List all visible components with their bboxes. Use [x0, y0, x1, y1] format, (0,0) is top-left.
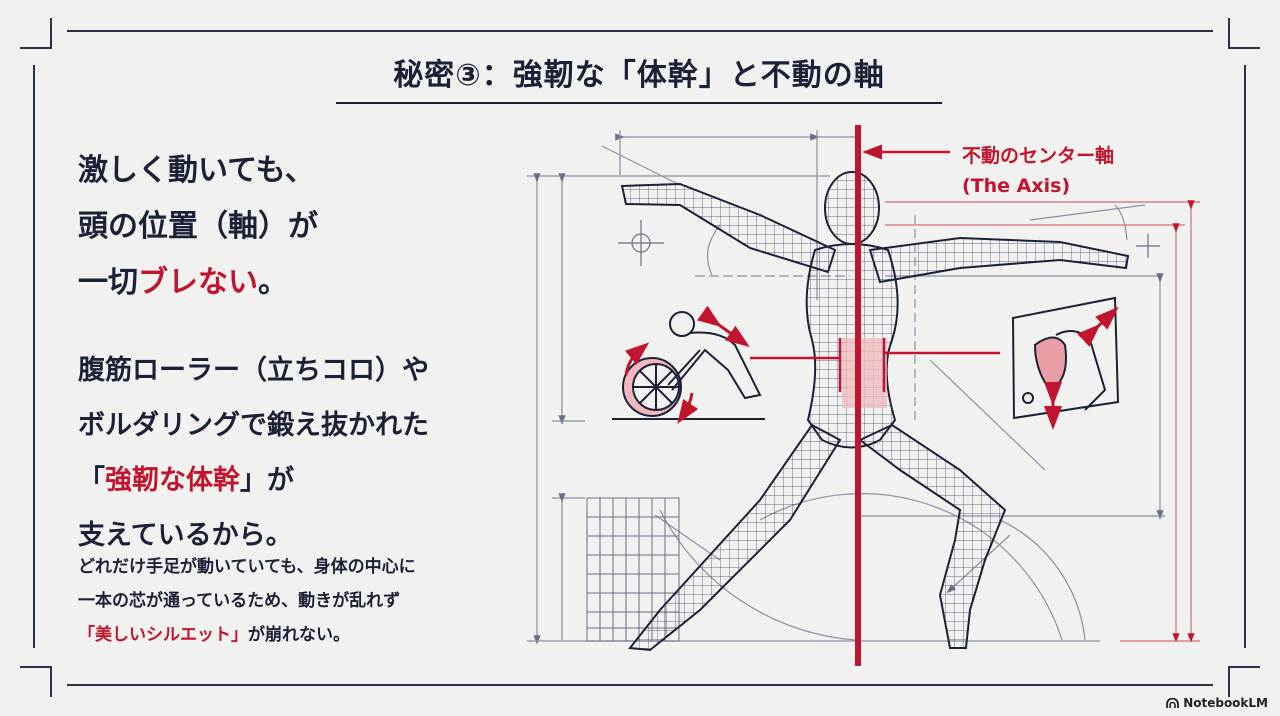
- corner-tr-v: [1228, 18, 1230, 49]
- detail-line-2: 一本の芯が通っているため、動きが乱れず: [78, 591, 401, 611]
- reference-grid: [586, 497, 680, 642]
- axis-label-en: (The Axis): [962, 175, 1071, 197]
- body-line-1: 腹筋ローラー（立ちコロ）や: [78, 355, 429, 386]
- detail-line-1: どれだけ手足が動いていても、身体の中心に: [78, 557, 416, 577]
- corner-tl-h: [20, 47, 52, 49]
- corner-br-v: [1228, 666, 1230, 697]
- brand-label: NotebookLM: [1183, 696, 1268, 710]
- core-highlight: [842, 338, 887, 408]
- frame-top: [67, 30, 1213, 32]
- notebooklm-watermark: NotebookLM: [1166, 696, 1268, 710]
- body-line-2: ボルダリングで鍛え抜かれた: [78, 410, 429, 441]
- corner-tr-h: [1228, 47, 1260, 49]
- body-line-4: 支えているから。: [78, 520, 293, 551]
- corner-br-h: [1228, 666, 1260, 668]
- notebooklm-logo-icon: [1166, 698, 1180, 708]
- bouldering-hold-icon: [1011, 296, 1120, 430]
- slide-title: 秘密③：強靭な「体幹」と不動の軸: [393, 58, 885, 93]
- headline-highlight: ブレない: [138, 265, 258, 300]
- axis-label-jp: 不動のセンター軸: [962, 145, 1115, 167]
- body-highlight: 強靭な体幹: [105, 465, 240, 496]
- body-line-3: 「強靭な体幹」が: [78, 453, 429, 508]
- ab-roller-icon: [612, 305, 765, 424]
- center-axis-label: 不動のセンター軸 (The Axis): [962, 141, 1114, 201]
- detail-suffix: が崩れない。: [248, 625, 350, 645]
- headline-line-3: 一切ブレない。: [78, 255, 318, 311]
- detail-line-3: 「美しいシルエット」が崩れない。: [78, 618, 416, 652]
- body-text: 腹筋ローラー（立ちコロ）や ボルダリングで鍛え抜かれた 「強靭な体幹」が 支えて…: [78, 343, 429, 563]
- title-underline: [336, 102, 942, 104]
- core-markers: [750, 338, 1000, 392]
- crosshair-icon: [618, 220, 1160, 266]
- frame-bottom: [67, 684, 1213, 686]
- corner-tl-v: [50, 18, 52, 49]
- headline-line-2: 頭の位置（軸）が: [78, 209, 318, 244]
- wireframe-figure: [620, 171, 1130, 652]
- corner-bl-v: [50, 666, 52, 697]
- frame-right: [1244, 65, 1246, 648]
- headline: 激しく動いても、 頭の位置（軸）が 一切ブレない。: [78, 143, 318, 311]
- headline-line-1: 激しく動いても、: [78, 153, 315, 188]
- bracket-close: 」が: [240, 465, 294, 496]
- frame-left: [33, 65, 35, 648]
- corner-bl-h: [20, 666, 52, 668]
- headline-prefix: 一切: [78, 265, 138, 300]
- bracket-open: 「: [78, 465, 105, 496]
- headline-suffix: 。: [258, 265, 288, 300]
- detail-text: どれだけ手足が動いていても、身体の中心に 一本の芯が通っているため、動きが乱れず…: [78, 550, 416, 652]
- red-dimension-lines: [885, 200, 1200, 643]
- detail-highlight: 「美しいシルエット」: [78, 625, 248, 645]
